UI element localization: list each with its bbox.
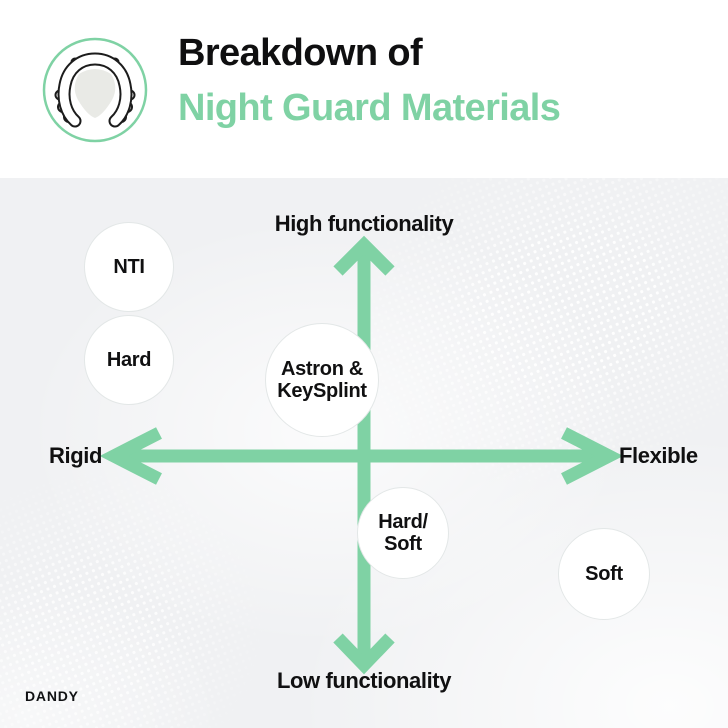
title-line-1: Breakdown of [178,32,423,74]
bubble-label: Astron &KeySplint [277,357,367,402]
dandy-logo: DANDY [25,688,79,704]
bubble-hard: Hard [84,315,174,405]
axis-arrows [99,235,624,675]
bubble-soft: Soft [558,528,650,620]
page-title: Breakdown of Night Guard Materials [178,26,561,136]
axis-label-low-functionality: Low functionality [276,668,452,693]
bubble-nti: NTI [84,222,174,312]
bubble-astron-keysplint: Astron &KeySplint [265,323,379,437]
y-axis-bottom-arrowhead-icon [333,633,395,675]
axis-label-high-functionality: High functionality [274,211,454,236]
bubble-label: Hard/Soft [378,510,428,555]
bubble-label: NTI [113,255,145,278]
axis-label-rigid: Rigid [49,443,102,468]
axis-label-flexible: Flexible [619,443,698,468]
bubble-label: Hard [106,348,152,371]
bubble-hard-soft: Hard/Soft [357,487,449,579]
header: Breakdown of Night Guard Materials [0,0,728,178]
title-line-2: Night Guard Materials [178,87,561,129]
night-guard-icon [42,37,148,143]
bubble-label: Soft [585,562,623,585]
